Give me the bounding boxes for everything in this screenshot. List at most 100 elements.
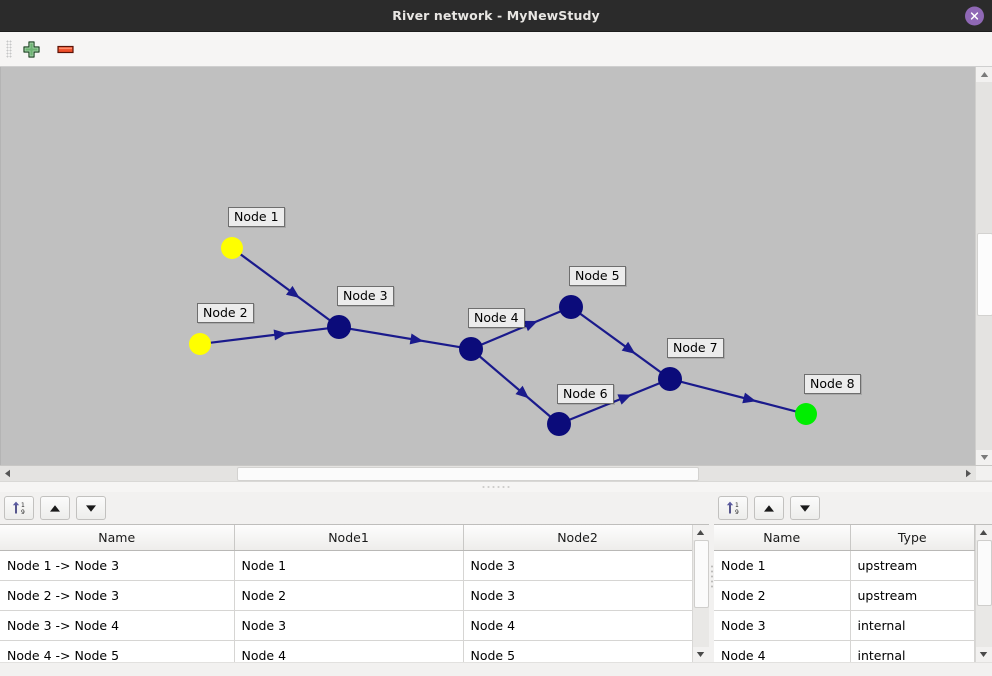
nodes-move-up-button[interactable] [754,496,784,520]
add-node-button[interactable] [16,35,46,63]
reaches-vertical-scrollbar[interactable] [692,525,709,662]
graph-node-node4[interactable] [459,337,483,361]
edge-Node7-to-Node8[interactable] [680,380,797,413]
scrollbar-thumb[interactable] [237,467,699,481]
edge-Node3-to-Node4[interactable] [349,327,461,349]
table-cell[interactable]: Node 3 [234,610,464,641]
node-label-node4[interactable]: Node 4 [468,308,525,328]
edge-arrowhead-icon [273,329,288,341]
table-cell[interactable]: Node 3 [463,550,692,581]
edge-Node2-to-Node3[interactable] [209,327,329,344]
canvas-horizontal-scrollbar[interactable] [0,465,992,481]
edge-Node1-to-Node3[interactable] [239,253,331,322]
reaches-move-up-button[interactable] [40,496,70,520]
close-button[interactable] [965,6,984,25]
scrollbar-thumb[interactable] [977,232,992,316]
table-cell[interactable]: internal [850,610,975,641]
column-header-name[interactable]: Name [714,525,851,551]
scroll-right-button[interactable] [961,466,976,480]
table-cell[interactable]: Node 3 [463,580,692,611]
node-label-node6[interactable]: Node 6 [557,384,614,404]
column-header-name[interactable]: Name [0,525,235,551]
nodes-move-down-button[interactable] [790,496,820,520]
horizontal-splitter[interactable] [0,481,992,492]
table-cell[interactable]: Node 4 [463,610,692,641]
canvas-vertical-scrollbar[interactable] [975,67,992,465]
graph-node-node7[interactable] [658,367,682,391]
column-header-node1[interactable]: Node1 [234,525,464,551]
table-cell[interactable]: Node 1 -> Node 3 [0,550,235,581]
window-title: River network - MyNewStudy [392,8,600,23]
edge-Node5-to-Node7[interactable] [579,312,662,374]
scroll-down-button[interactable] [693,647,708,662]
nodes-sort-button[interactable]: 1 9 [718,496,748,520]
node-label-node7[interactable]: Node 7 [667,338,724,358]
graph-node-node8[interactable] [795,403,817,425]
table-cell[interactable]: upstream [850,580,975,611]
edge-Node6-to-Node7[interactable] [568,382,661,421]
toolbar-grip[interactable] [6,40,12,58]
table-cell[interactable]: Node 3 [714,610,851,641]
scrollbar-thumb[interactable] [976,540,992,607]
scrollbar-thumb[interactable] [694,540,709,609]
sort-ascending-icon: 1 9 [12,501,25,516]
remove-node-button[interactable] [50,35,80,63]
table-cell[interactable]: Node 2 -> Node 3 [0,580,235,611]
table-cell[interactable]: Node 4 -> Node 5 [0,640,235,662]
close-icon [970,11,979,20]
edge-arrowhead-icon [523,320,538,332]
table-cell[interactable]: upstream [850,550,975,581]
graph-node-node1[interactable] [221,237,243,259]
network-graph [189,237,817,436]
table-cell[interactable]: Node 2 [714,580,851,611]
column-header-node2[interactable]: Node2 [463,525,692,551]
reaches-move-down-button[interactable] [76,496,106,520]
scroll-down-button[interactable] [976,450,992,465]
scroll-left-button[interactable] [0,466,15,480]
node-label-node8[interactable]: Node 8 [804,374,861,394]
reaches-sort-button[interactable]: 1 9 [4,496,34,520]
graph-node-node3[interactable] [327,315,351,339]
column-header-type[interactable]: Type [850,525,975,551]
table-cell[interactable]: Node 4 [234,640,464,662]
scroll-down-button[interactable] [976,647,991,662]
table-cell[interactable]: Node 3 -> Node 4 [0,610,235,641]
vertical-splitter[interactable] [709,492,714,662]
scroll-up-button[interactable] [693,525,708,540]
table-cell[interactable]: Node 1 [714,550,851,581]
node-label-node2[interactable]: Node 2 [197,303,254,323]
node-label-node3[interactable]: Node 3 [337,286,394,306]
table-cell[interactable]: Node 1 [234,550,464,581]
edge-Node4-to-Node6[interactable] [478,355,552,418]
table-cell[interactable]: Node 4 [714,640,851,662]
nodes-vertical-scrollbar[interactable] [974,525,992,662]
graph-node-node6[interactable] [547,412,571,436]
node-label-node1[interactable]: Node 1 [228,207,285,227]
network-canvas[interactable]: Node 1 Node 2 Node 3 Node 4 Node 5 Node 6 Node… [1,67,975,465]
scroll-up-button[interactable] [976,67,992,82]
edge-Node4-to-Node5[interactable] [480,310,562,346]
node-label-node5[interactable]: Node 5 [569,266,626,286]
table-cell[interactable]: Node 2 [234,580,464,611]
edge-arrowhead-icon [409,333,424,345]
graph-node-node5[interactable] [559,295,583,319]
scroll-up-button[interactable] [976,525,991,540]
table-cell[interactable]: internal [850,640,975,662]
graph-node-node2[interactable] [189,333,211,355]
table-cell[interactable]: Node 5 [463,640,692,662]
nodes-toolbar: 1 9 [714,492,992,524]
